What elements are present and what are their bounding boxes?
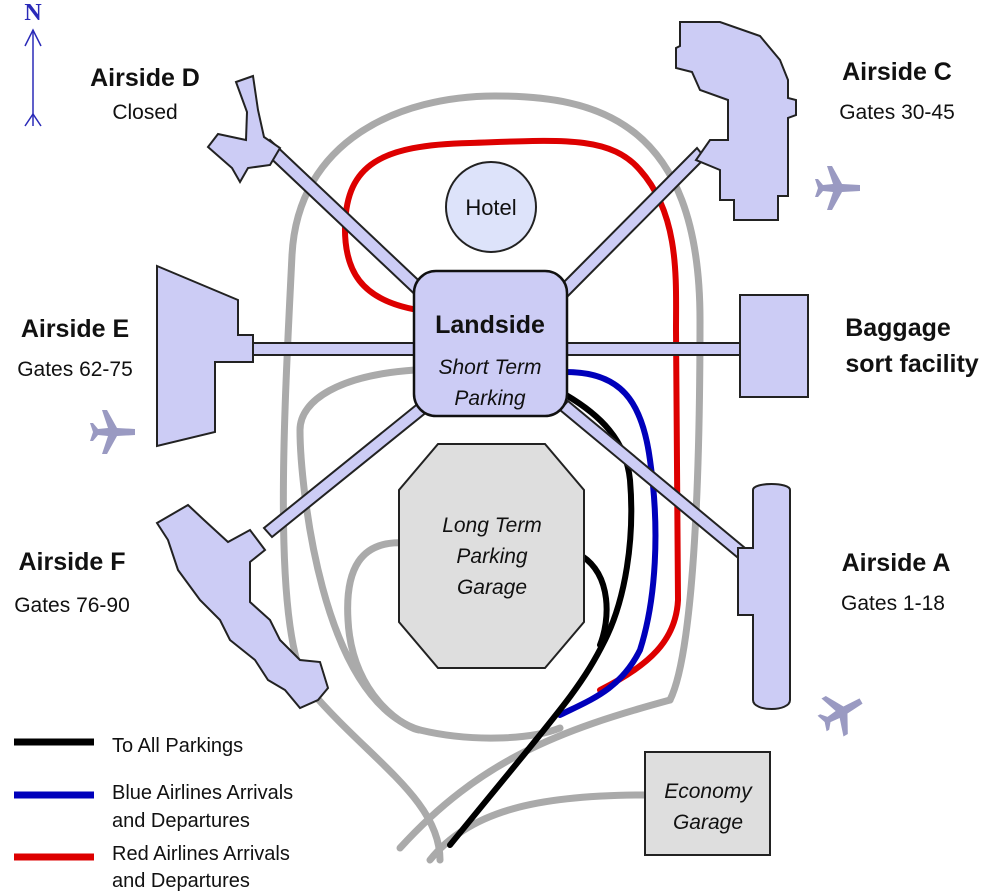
airside-f-label: Airside F [19, 548, 126, 576]
airside-d-building [206, 74, 282, 185]
airside-e-label: Airside E [21, 315, 129, 343]
outer-ring-road [279, 92, 704, 704]
hotel-label: Hotel [465, 195, 516, 220]
economy-garage-building [644, 751, 771, 856]
black-route-branch [579, 553, 610, 648]
airside-a-label: Airside A [842, 549, 951, 577]
airside-d-label: Airside D [90, 64, 200, 92]
entry-road-left [306, 686, 444, 864]
airside-a-building [737, 483, 791, 710]
baggage-sort-building [739, 294, 809, 398]
blue-route [557, 369, 659, 718]
left-access-road [344, 539, 424, 734]
landside-line2: Parking [454, 387, 526, 410]
inner-loop-road [296, 366, 564, 742]
airside-c-label: Airside C [842, 58, 952, 86]
connector-baggage [565, 342, 741, 356]
north-label: N [24, 0, 42, 26]
long-term-line2: Parking [456, 545, 528, 568]
north-arrow-icon [24, 28, 42, 127]
economy-access-road [426, 791, 649, 864]
legend-blue-label-line1: Blue Airlines Arrivals [112, 782, 293, 804]
airplane-icon [90, 410, 135, 454]
airside-d-sublabel: Closed [112, 101, 177, 124]
landside-line1: Short Term [438, 356, 541, 379]
long-term-garage-building [398, 443, 585, 669]
economy-line2: Garage [673, 811, 743, 834]
connector-c [551, 146, 707, 305]
airplane-icon [817, 695, 863, 737]
economy-line1: Economy [664, 780, 753, 803]
airplane-icon [815, 166, 860, 210]
airside-c-building [675, 21, 797, 221]
long-term-line1: Long Term [442, 514, 542, 537]
legend-red-label-line2: and Departures [112, 870, 250, 892]
legend: To All Parkings Blue Airlines Arrivals a… [14, 735, 293, 892]
airside-a-sublabel: Gates 1-18 [841, 592, 945, 615]
airside-f-building [155, 503, 330, 710]
hotel-building [445, 161, 537, 253]
entry-road-center [396, 696, 674, 852]
baggage-label-line2: sort facility [845, 350, 978, 378]
baggage-label-line1: Baggage [845, 314, 951, 342]
legend-red-label-line1: Red Airlines Arrivals [112, 843, 290, 865]
legend-blue-label-line2: and Departures [112, 810, 250, 832]
airside-c-sublabel: Gates 30-45 [839, 101, 955, 124]
long-term-line3: Garage [457, 576, 527, 599]
airside-e-building [156, 264, 254, 448]
landside-title: Landside [435, 311, 545, 339]
connector-e [252, 342, 416, 356]
landside-building [412, 269, 569, 418]
legend-black-label: To All Parkings [112, 735, 243, 757]
airside-f-sublabel: Gates 76-90 [14, 594, 130, 617]
terminal-buildings [155, 21, 809, 710]
airside-e-sublabel: Gates 62-75 [17, 358, 133, 381]
